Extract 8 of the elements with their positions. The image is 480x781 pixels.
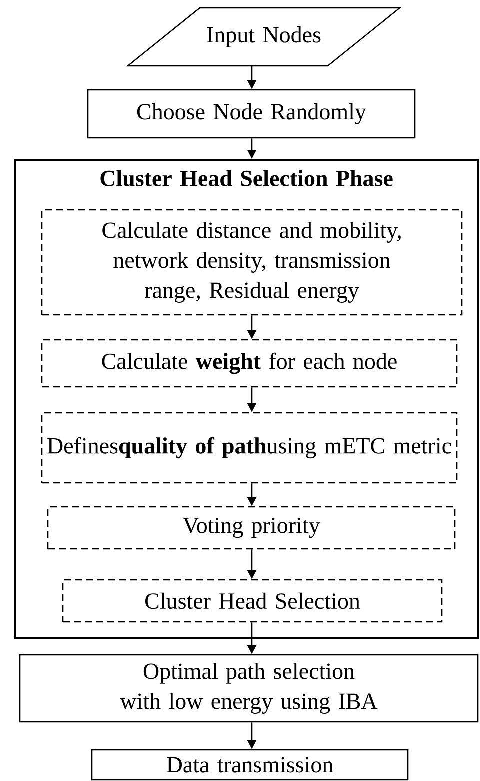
step-box: Voting priority (47, 506, 456, 550)
process-box: Data transmission (91, 749, 409, 781)
process-box: Choose Node Randomly (87, 89, 416, 139)
step-box: Calculate distance and mobility, network density, transmission range, Residual energy (41, 209, 463, 316)
step-box: Definesquality of pathusing mETC metric (41, 412, 458, 484)
step-box: Cluster Head Selection (62, 579, 443, 623)
process-box: Optimal path selection with low energy using IBA (19, 654, 479, 723)
step-box: Calculate weight for each node (41, 339, 458, 388)
